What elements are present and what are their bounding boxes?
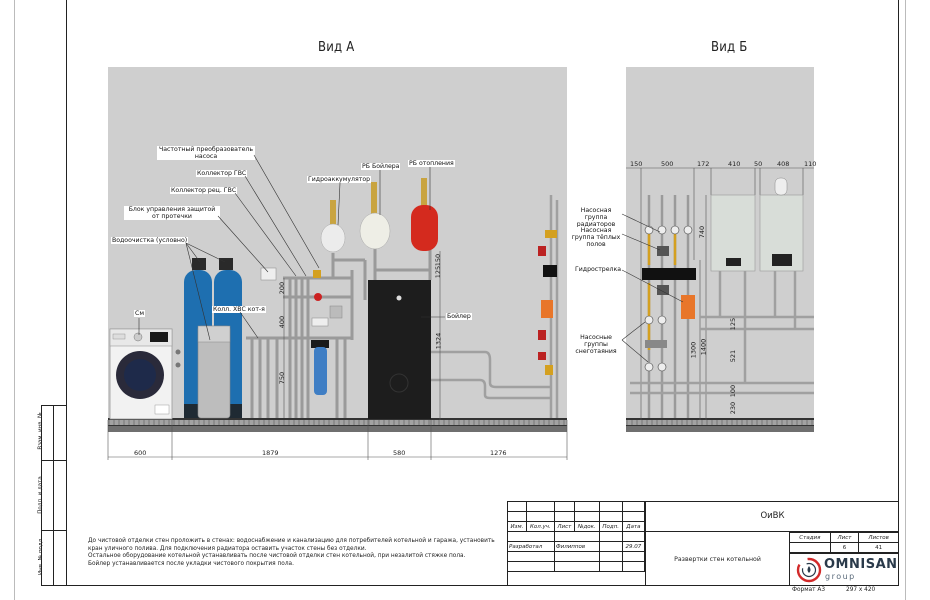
side-stamp-orig-inv: Инв. № подл. — [37, 537, 44, 575]
omnisan-logo-icon — [796, 557, 822, 583]
label-water-treatment: Водоочистка (условно) — [111, 237, 189, 244]
label-radiator-pump-group: Насосная группа радиаторов — [570, 207, 622, 228]
sheet-title: Развертки стен котельной — [645, 532, 789, 586]
washing-machine — [109, 328, 173, 420]
label-floor-pump-group: Насосная группа тёплых полов — [570, 227, 622, 248]
label-boiler: Бойлер — [446, 313, 472, 320]
sheet-label: Лист — [829, 532, 860, 543]
dim-a-bottom-2: 1879 — [262, 449, 279, 457]
col-header: Подп. — [598, 521, 623, 532]
developer-role: Разработал — [507, 541, 555, 552]
label-leak-control: Блок управления защитой от протечки — [124, 206, 220, 220]
label-heating-expansion-tank: РБ отопления — [408, 160, 455, 167]
col-header: Изм. — [507, 521, 527, 532]
logo-main-text: OMNISAN — [824, 557, 898, 572]
dim-b-top-5: 50 — [754, 160, 763, 168]
dim-b-top-2: 500 — [661, 160, 674, 168]
label-washer: См — [134, 310, 145, 317]
side-stamp-replace-inv: Взам. инв. № — [37, 412, 44, 450]
stage-value — [789, 542, 831, 553]
dim-a-bottom-4: 1276 — [490, 449, 507, 457]
sheet-info-table: Стадия Лист Листов 6 41 — [789, 532, 899, 553]
distribution-block — [642, 268, 696, 280]
sheets-value: 41 — [858, 542, 899, 553]
view-a-title: Вид А — [318, 40, 355, 55]
view-b-floor-slab — [626, 426, 814, 432]
heating-expansion-tank — [411, 178, 438, 251]
developer-name: Филиппов — [553, 541, 600, 552]
dim-b-top-3: 172 — [697, 160, 710, 168]
general-notes: До чистовой отделки стен проложить в сте… — [88, 538, 498, 568]
view-a-floor-slab — [108, 426, 567, 432]
dim-b-top-4: 410 — [728, 160, 741, 168]
dim-b-top-7: 110 — [804, 160, 817, 168]
label-vfd: Частотный преобразователь насоса — [157, 146, 255, 160]
logo-sub-text: group — [825, 572, 856, 581]
view-a-floor — [108, 418, 567, 426]
format-size: 297 x 420 — [846, 587, 876, 593]
label-accumulator: Гидроаккумулятор — [307, 176, 372, 183]
label-cold-water-manifold: Колл. ХВС кот-я — [212, 306, 266, 313]
stage-label: Стадия — [789, 532, 831, 543]
note-line: Бойлер устанавливается после укладки чис… — [88, 560, 294, 567]
side-stamp — [41, 405, 67, 586]
col-header: №док. — [573, 521, 600, 532]
hydro-separator — [681, 295, 695, 319]
label-hydro-separator: Гидрострелка — [574, 266, 623, 273]
side-stamp-sign-date: Подп. и дата — [37, 476, 44, 514]
boiler-expansion-tank — [359, 182, 391, 250]
sheet-value: 6 — [829, 542, 860, 553]
sheets-label: Листов — [858, 532, 899, 543]
label-dhw-recirc-manifold: Коллектор рец. ГВС — [170, 187, 238, 194]
company-logo: OMNISAN group — [789, 553, 899, 586]
note-line: До чистовой отделки стен проложить в сте… — [88, 538, 495, 544]
project-code: ОиВК — [645, 501, 899, 532]
view-b-title: Вид Б — [711, 40, 748, 55]
sheet-edge-right — [905, 0, 906, 600]
view-b-floor — [626, 418, 814, 426]
dim-a-bottom-3: 580 — [393, 449, 406, 457]
note-line: Остальное оборудование котельной устанав… — [88, 553, 466, 560]
boiler-tank — [368, 280, 431, 419]
label-boiler-expansion-tank: РБ Бойлера — [361, 163, 401, 170]
note-line: кран уличного полива. Для подключения ра… — [88, 545, 367, 552]
label-dhw-manifold: Коллектор ГВС — [196, 170, 248, 177]
col-header: Лист — [553, 521, 575, 532]
col-header: Дата — [621, 521, 646, 532]
drawing-frame — [66, 0, 899, 586]
revision-table: Изм. Кол.уч. Лист №док. Подп. Дата Разра… — [507, 501, 646, 572]
dim-a-bottom-1: 600 — [134, 449, 147, 457]
dim-b-top-6: 408 — [777, 160, 790, 168]
col-header: Кол.уч. — [525, 521, 555, 532]
label-snowmelt-pump-groups: Насосные группы снеготаяния — [570, 334, 622, 355]
sheet-edge-left — [14, 0, 15, 600]
dim-b-top-1: 150 — [630, 160, 643, 168]
format-label: Формат А3 — [792, 587, 826, 593]
developer-date: 29.07 — [621, 541, 646, 552]
accumulator-tank — [320, 200, 346, 253]
